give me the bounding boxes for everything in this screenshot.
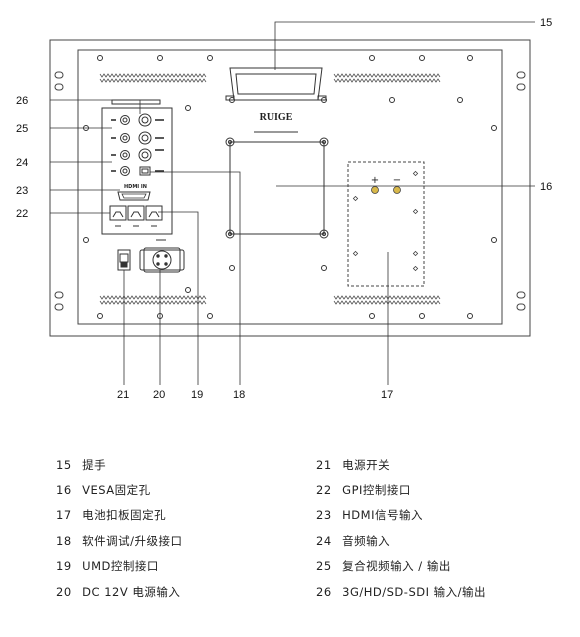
legend-text: 软件调试/升级接口 [82,534,183,548]
legend-item: 20 DC 12V 电源输入 [56,584,180,600]
legend-item: 15 提手 [56,457,106,473]
battery-plate: + − [347,161,425,287]
brand-logo: RUIGE [260,112,293,123]
legend-text: HDMI信号输入 [342,508,423,522]
rear-panel-diagram: RUIGE + − [16,17,552,401]
legend-text: 音频输入 [342,534,391,548]
callout-18: 18 [233,389,245,401]
legend-text: VESA固定孔 [82,483,151,497]
hdmi-in-label: HDMI IN [124,184,147,190]
callout-19: 19 [191,389,203,401]
callout-16: 16 [540,181,552,193]
chassis [77,49,503,325]
legend-item: 25 复合视频输入 / 输出 [316,558,451,574]
legend-number: 26 [316,585,332,599]
hdmi-port: HDMI IN [117,184,151,201]
rack-slots-right [516,71,526,311]
panel-tick-marks [111,119,164,172]
rack-slots-left [54,71,64,311]
handle [225,67,327,101]
callout-24: 24 [16,157,28,169]
legend-number: 20 [56,585,72,599]
legend-number: 17 [56,508,72,522]
legend-number: 25 [316,559,332,573]
io-panel [101,99,173,235]
legend-text: 电池扣板固定孔 [82,508,167,522]
legend-text: 提手 [82,458,107,472]
callout-26: 26 [16,95,28,107]
legend-text: DC 12V 电源输入 [82,585,181,599]
legend-item: 16 VESA固定孔 [56,482,151,498]
callout-20: 20 [153,389,165,401]
minus-terminal-label: − [393,175,401,186]
legend-number: 22 [316,483,332,497]
leader-lines [50,21,535,385]
legend-item: 18 软件调试/升级接口 [56,533,183,549]
bnc-connectors [120,113,152,176]
vent-grills [99,73,441,305]
legend-item: 21 电源开关 [316,457,390,473]
rack-frame [49,39,531,337]
legend-text: GPI控制接口 [342,483,411,497]
legend-item: 24 音频输入 [316,533,390,549]
callout-21: 21 [117,389,129,401]
gpi-rj45-ports [109,205,163,227]
legend-text: 电源开关 [342,458,391,472]
power-switch [117,249,131,271]
legend-text: 3G/HD/SD-SDI 输入/输出 [342,585,487,599]
legend-text: 复合视频输入 / 输出 [342,559,451,573]
dc-input [139,239,185,273]
plus-terminal-label: + [371,175,379,186]
legend-item: 22 GPI控制接口 [316,482,411,498]
legend-number: 16 [56,483,72,497]
legend-number: 18 [56,534,72,548]
legend-item: 19 UMD控制接口 [56,558,159,574]
callout-15: 15 [540,17,552,29]
callout-17: 17 [381,389,393,401]
legend-text: UMD控制接口 [82,559,159,573]
callout-23: 23 [16,185,28,197]
chassis-screws [83,55,497,319]
legend-item: 23 HDMI信号输入 [316,507,423,523]
usb-port [139,166,151,176]
legend-number: 19 [56,559,72,573]
legend-item: 17 电池扣板固定孔 [56,507,166,523]
legend: 15 提手 16 VESA固定孔 17 电池扣板固定孔 18 软件调试/升级接口… [0,445,580,615]
vesa-plate [225,137,329,239]
legend-number: 23 [316,508,332,522]
legend-number: 21 [316,458,332,472]
legend-number: 15 [56,458,72,472]
callout-22: 22 [16,208,28,220]
legend-item: 26 3G/HD/SD-SDI 输入/输出 [316,584,486,600]
callout-25: 25 [16,123,28,135]
legend-number: 24 [316,534,332,548]
